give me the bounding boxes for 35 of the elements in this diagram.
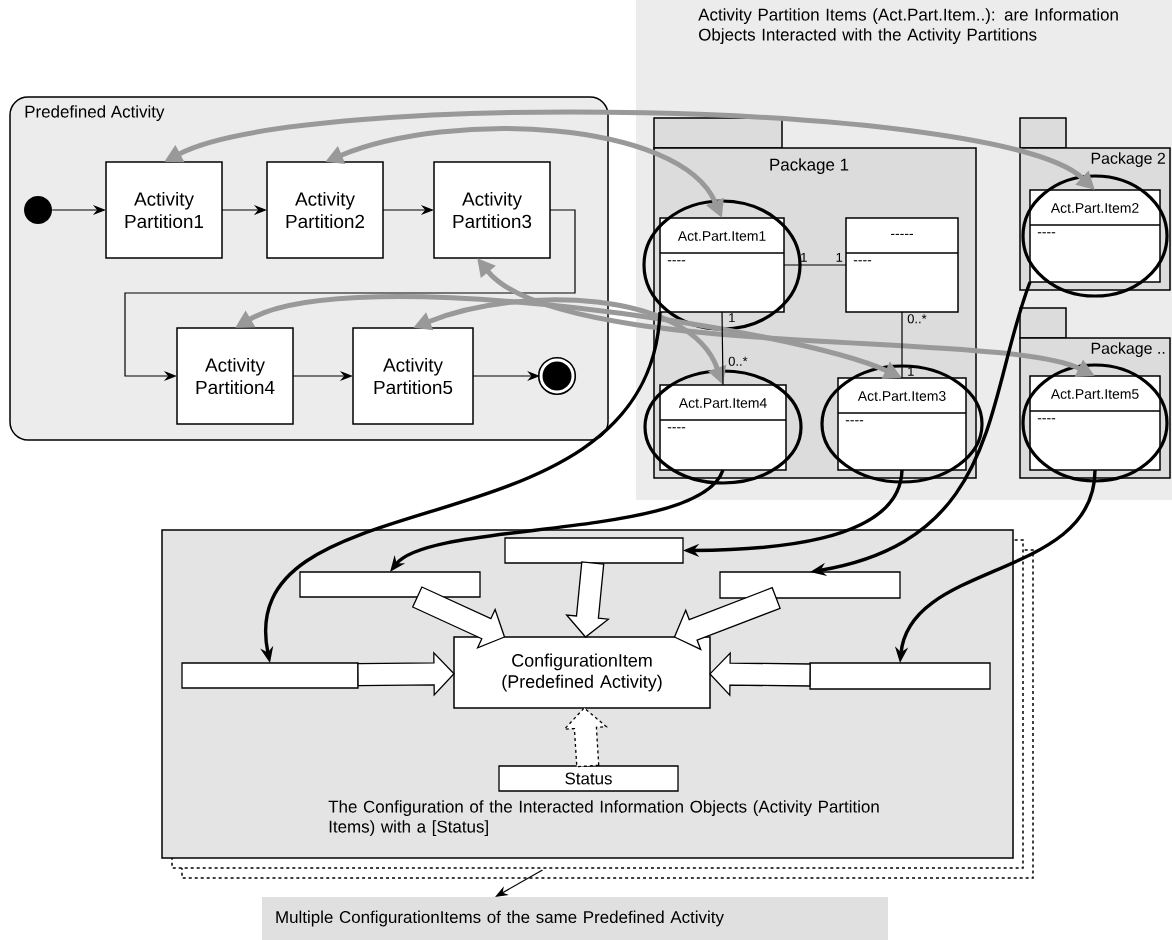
activity-box: Activity Partition1 [105,161,223,259]
association-line [783,264,847,266]
multiplicity-label: 1 [729,313,735,323]
block-arrow [709,651,811,697]
class-box: ----- ---- [845,217,959,313]
end-bullseye [537,356,577,396]
multiplicity-label: 1 [801,252,807,262]
block-arrow [565,561,610,638]
activity-box: Activity Partition5 [352,327,474,425]
activity-box: Activity Partition2 [266,161,384,259]
block-arrow [562,707,609,768]
empty-box [809,662,991,690]
empty-box [719,571,901,599]
multiplicity-label: 1 [836,252,843,262]
status-box: Status [498,765,679,792]
class-box: Act.Part.Item2 ---- [1029,189,1161,283]
block-arrow [357,651,455,697]
empty-box [181,662,359,689]
flow-arrow [495,869,544,897]
multiplicity-label: 0..* [728,356,748,366]
empty-box [299,571,481,598]
association-line [901,311,903,379]
class-box: Act.Part.Item1 ---- [659,217,785,313]
association-line [721,311,724,386]
note-band: Multiple ConfigurationItems of the same Predefined Activity [262,897,888,940]
class-box: Act.Part.Item4 ---- [659,384,787,471]
multiplicity-label: 1 [908,366,914,376]
multiplicity-label: 0..* [907,314,927,324]
start-dot [24,196,52,224]
configuration-item-box: ConfigurationItem (Predefined Activity) [453,636,711,709]
class-box: Act.Part.Item5 ---- [1029,375,1161,471]
activity-box: Activity Partition4 [176,327,294,425]
empty-box [504,537,684,564]
activity-box: Activity Partition3 [433,161,551,259]
class-box: Act.Part.Item3 ---- [837,377,967,471]
